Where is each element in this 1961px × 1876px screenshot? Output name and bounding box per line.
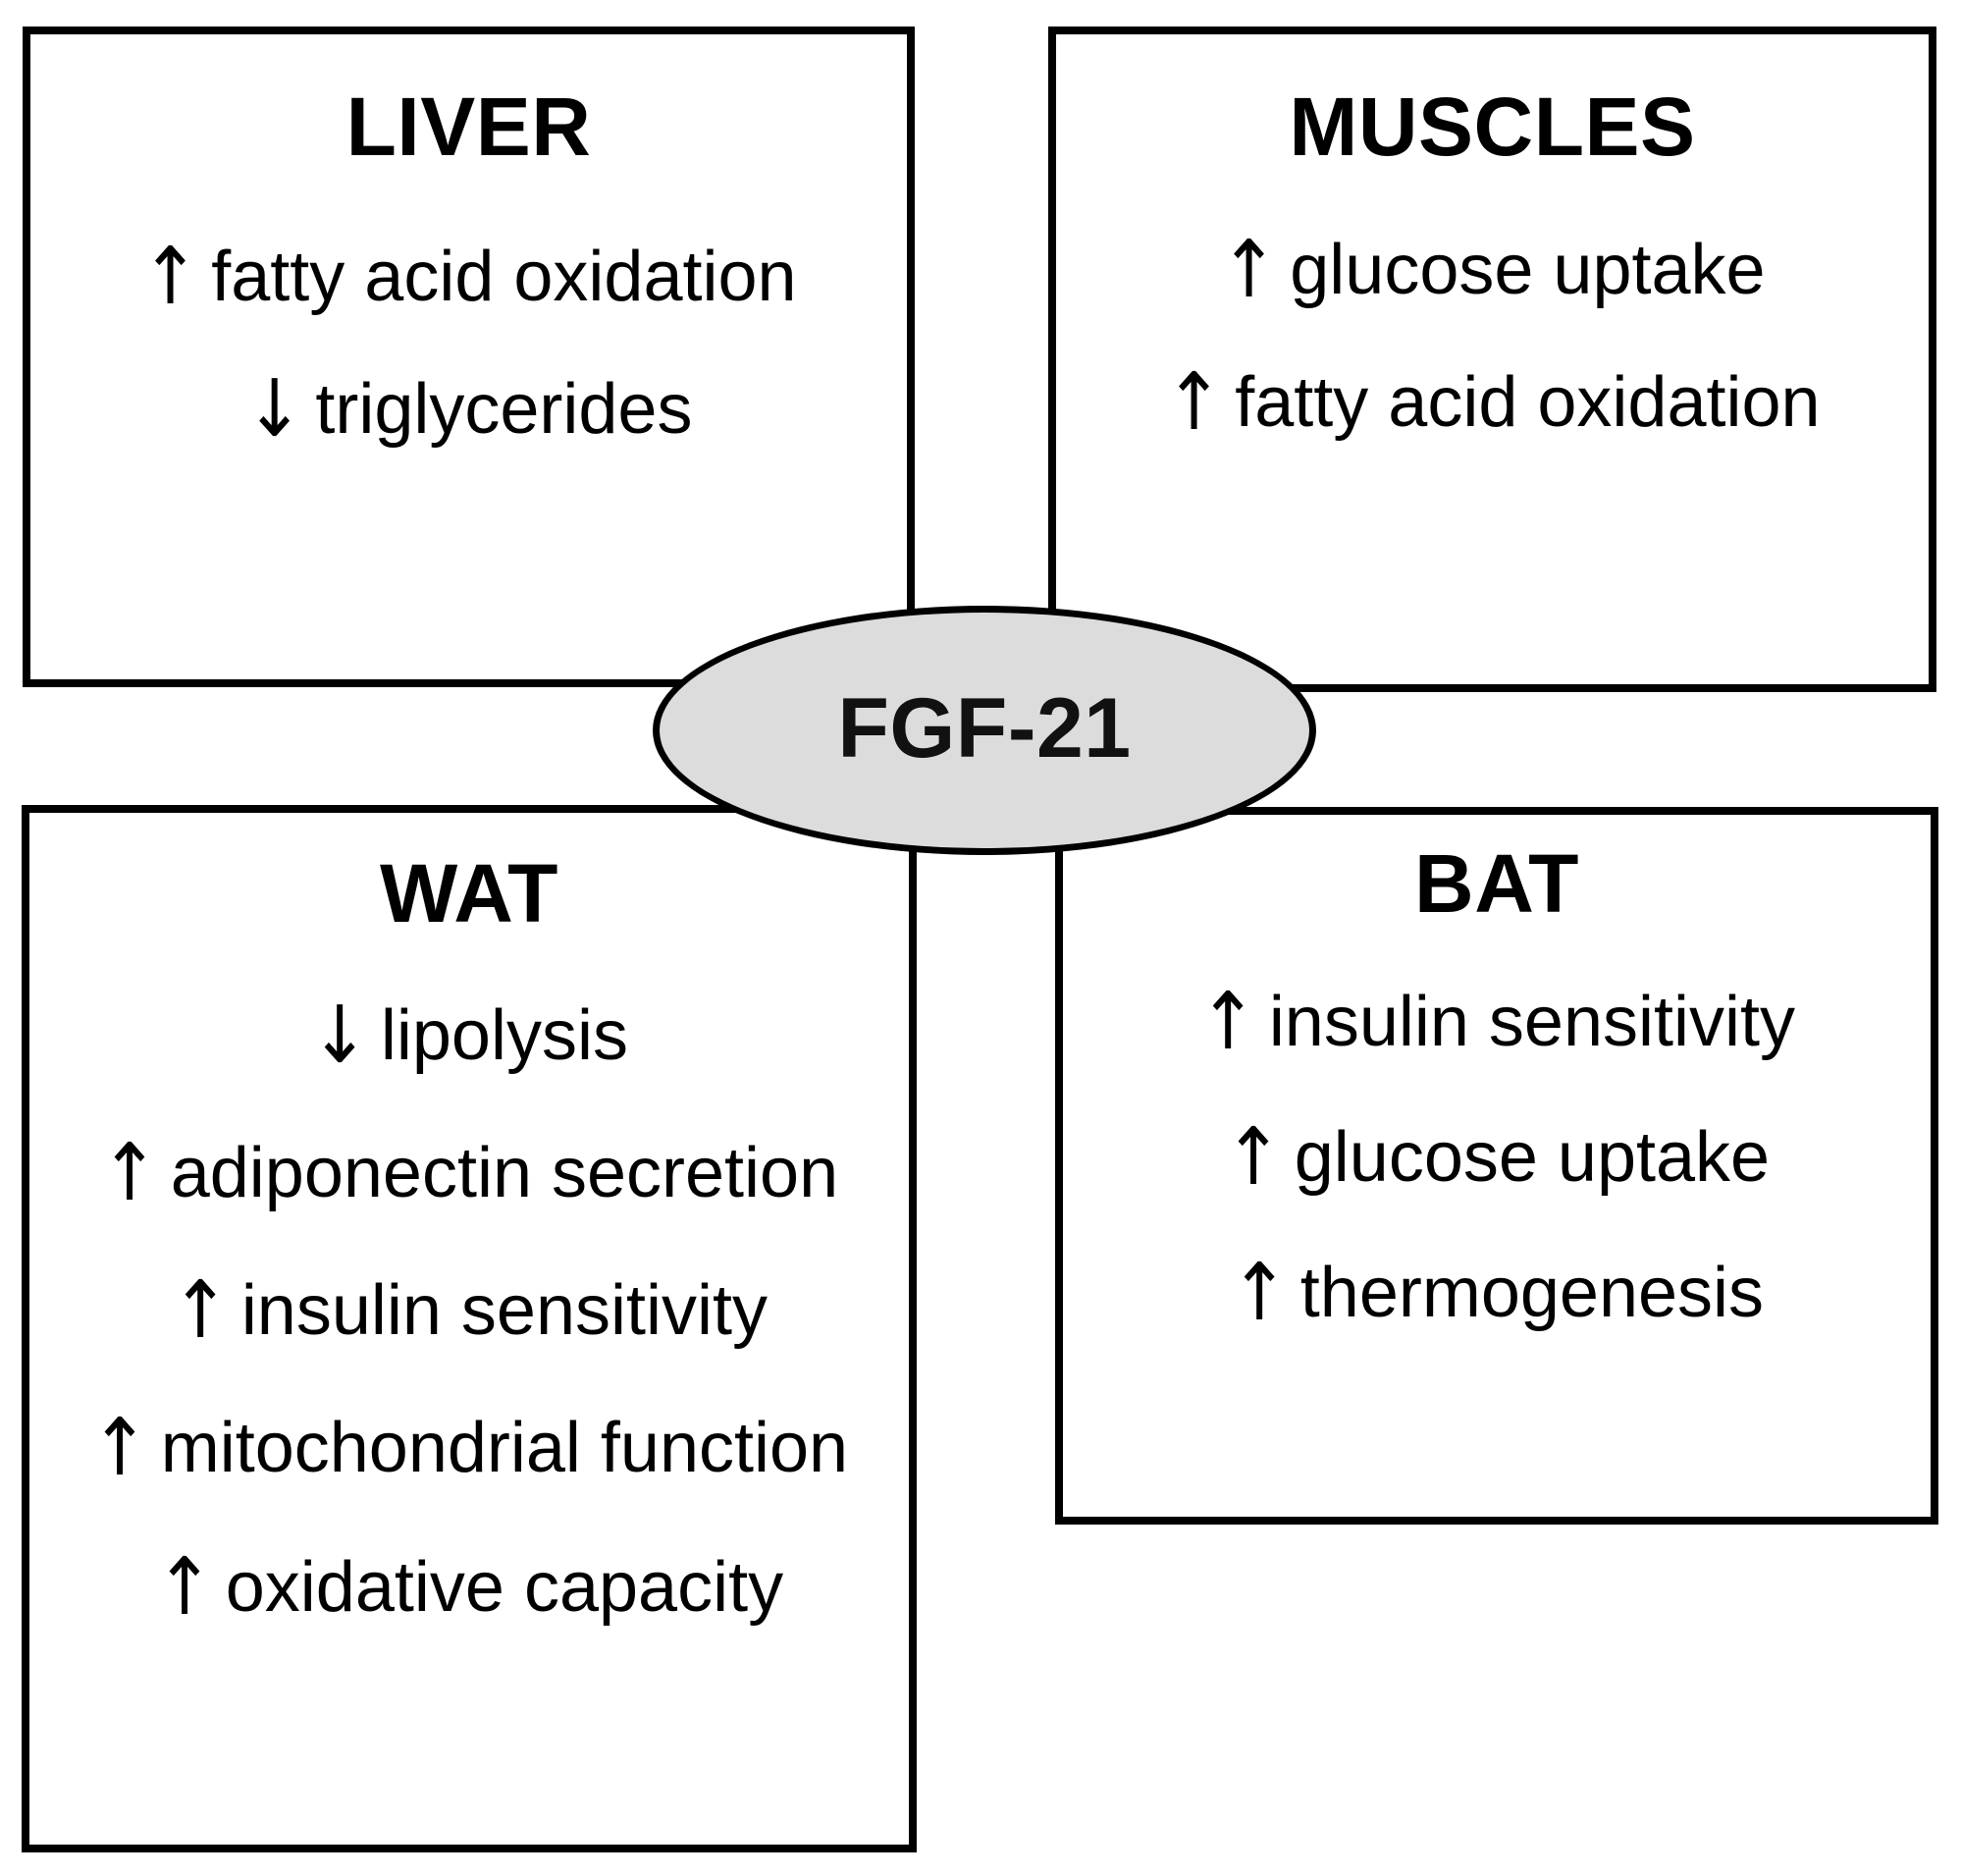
box-title-liver: LIVER — [345, 80, 592, 173]
arrow-up-icon: ↑ — [99, 1125, 160, 1219]
effect-label: glucose uptake — [1290, 231, 1766, 309]
effect-line: ↑fatty acid oxidation — [30, 237, 907, 316]
ellipse-shape — [653, 606, 1316, 855]
box-title-muscles: MUSCLES — [1289, 80, 1696, 173]
effect-label: oxidative capacity — [225, 1548, 784, 1627]
center-node-label: FGF-21 — [837, 681, 1132, 776]
effect-line: ↑adiponectin secretion — [29, 1133, 909, 1212]
organ-box-wat: WAT ↓lipolysis ↑adiponectin secretion ↑i… — [22, 805, 917, 1852]
arrow-up-icon: ↑ — [1197, 974, 1258, 1068]
arrow-up-icon: ↑ — [1223, 1109, 1284, 1204]
arrow-up-icon: ↑ — [140, 229, 200, 323]
effect-label: insulin sensitivity — [240, 1271, 768, 1350]
effect-label: fatty acid oxidation — [1235, 363, 1821, 442]
effect-line: ↑thermogenesis — [1063, 1253, 1931, 1332]
center-node-fgf21: FGF-21 — [653, 606, 1316, 855]
effect-line: ↓triglycerides — [30, 369, 907, 449]
effect-label: triglycerides — [315, 370, 693, 449]
arrow-up-icon: ↑ — [1219, 222, 1279, 316]
effect-label: adiponectin secretion — [170, 1134, 839, 1212]
arrow-up-icon: ↑ — [1164, 354, 1224, 449]
effect-line: ↓lipolysis — [29, 995, 909, 1075]
arrow-up-icon: ↑ — [89, 1400, 150, 1494]
effect-line: ↑insulin sensitivity — [29, 1270, 909, 1350]
arrow-up-icon: ↑ — [154, 1539, 215, 1634]
arrow-down-icon: ↓ — [310, 988, 370, 1082]
box-title-wat: WAT — [380, 847, 558, 939]
effect-line: ↑insulin sensitivity — [1063, 982, 1931, 1061]
organ-box-muscles: MUSCLES ↑glucose uptake ↑fatty acid oxid… — [1048, 27, 1936, 692]
arrow-up-icon: ↑ — [1229, 1245, 1290, 1339]
effect-line: ↑mitochondrial function — [29, 1408, 909, 1487]
arrow-up-icon: ↑ — [170, 1262, 231, 1357]
effect-label: fatty acid oxidation — [211, 238, 797, 316]
effect-line: ↑glucose uptake — [1056, 230, 1929, 309]
effect-label: lipolysis — [380, 996, 628, 1075]
organ-box-liver: LIVER ↑fatty acid oxidation ↓triglycerid… — [23, 27, 915, 687]
effect-label: mitochondrial function — [160, 1409, 849, 1487]
effect-line: ↑oxidative capacity — [29, 1547, 909, 1627]
effect-label: glucose uptake — [1294, 1118, 1771, 1197]
effect-label: insulin sensitivity — [1268, 983, 1796, 1061]
effect-label: thermogenesis — [1299, 1254, 1765, 1332]
effect-line: ↑glucose uptake — [1063, 1117, 1931, 1197]
effect-line: ↑fatty acid oxidation — [1056, 362, 1929, 442]
arrow-down-icon: ↓ — [244, 361, 304, 456]
box-title-bat: BAT — [1414, 837, 1579, 930]
organ-box-bat: BAT ↑insulin sensitivity ↑glucose uptake… — [1055, 807, 1938, 1525]
